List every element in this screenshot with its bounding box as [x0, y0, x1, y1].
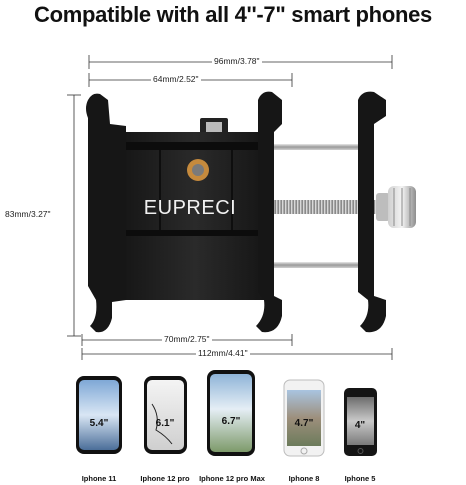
phone-model-label: Iphone 8: [288, 474, 320, 483]
phone-iphone-12-pro-max: 6.7": [207, 370, 255, 456]
dimension-inner-width: 64mm/2.52": [151, 74, 201, 84]
phone-model-label: Iphone 11: [81, 474, 117, 483]
phone-model-label: Iphone 12 pro Max: [199, 474, 265, 483]
upper-guide-rod: [262, 144, 374, 150]
headline: Compatible with all 4''-7" smart phones: [34, 2, 432, 27]
right-clamp-arm: [358, 91, 386, 333]
phone-size-label: 6.1": [156, 418, 175, 429]
phone-size-label: 5.4": [90, 418, 109, 429]
left-clamp-arm: [86, 93, 126, 333]
holder-body: [118, 132, 272, 300]
phone-size-label: 6.7": [222, 416, 241, 427]
phone-size-label: 4": [355, 420, 366, 431]
dimension-bottom-inner: 70mm/2.75": [162, 334, 212, 344]
phone-iphone-12-pro: 6.1": [144, 376, 187, 454]
adjustment-knob: [376, 186, 416, 228]
phone-size-label: 4.7": [295, 418, 314, 429]
dimension-max-width: 112mm/4.41": [196, 348, 250, 358]
phone-iphone-11: 5.4": [76, 376, 122, 454]
lower-guide-rod: [262, 262, 374, 268]
phone-model-label: Iphone 12 pro: [140, 474, 190, 483]
phone-lineup: 5.4" 6.1" 6.7" 4.7" 4": [76, 370, 377, 457]
dimension-height: 83mm/3.27": [3, 209, 53, 219]
middle-clamp-arm: [256, 91, 282, 333]
phone-iphone-8: 4.7": [283, 379, 325, 457]
brand-logo: EUPRECI: [144, 197, 236, 219]
phone-model-label: Iphone 5: [344, 474, 376, 483]
dimension-top-width: 96mm/3.78": [212, 56, 262, 66]
phone-iphone-5: 4": [344, 388, 377, 456]
threaded-screw: [262, 200, 384, 214]
